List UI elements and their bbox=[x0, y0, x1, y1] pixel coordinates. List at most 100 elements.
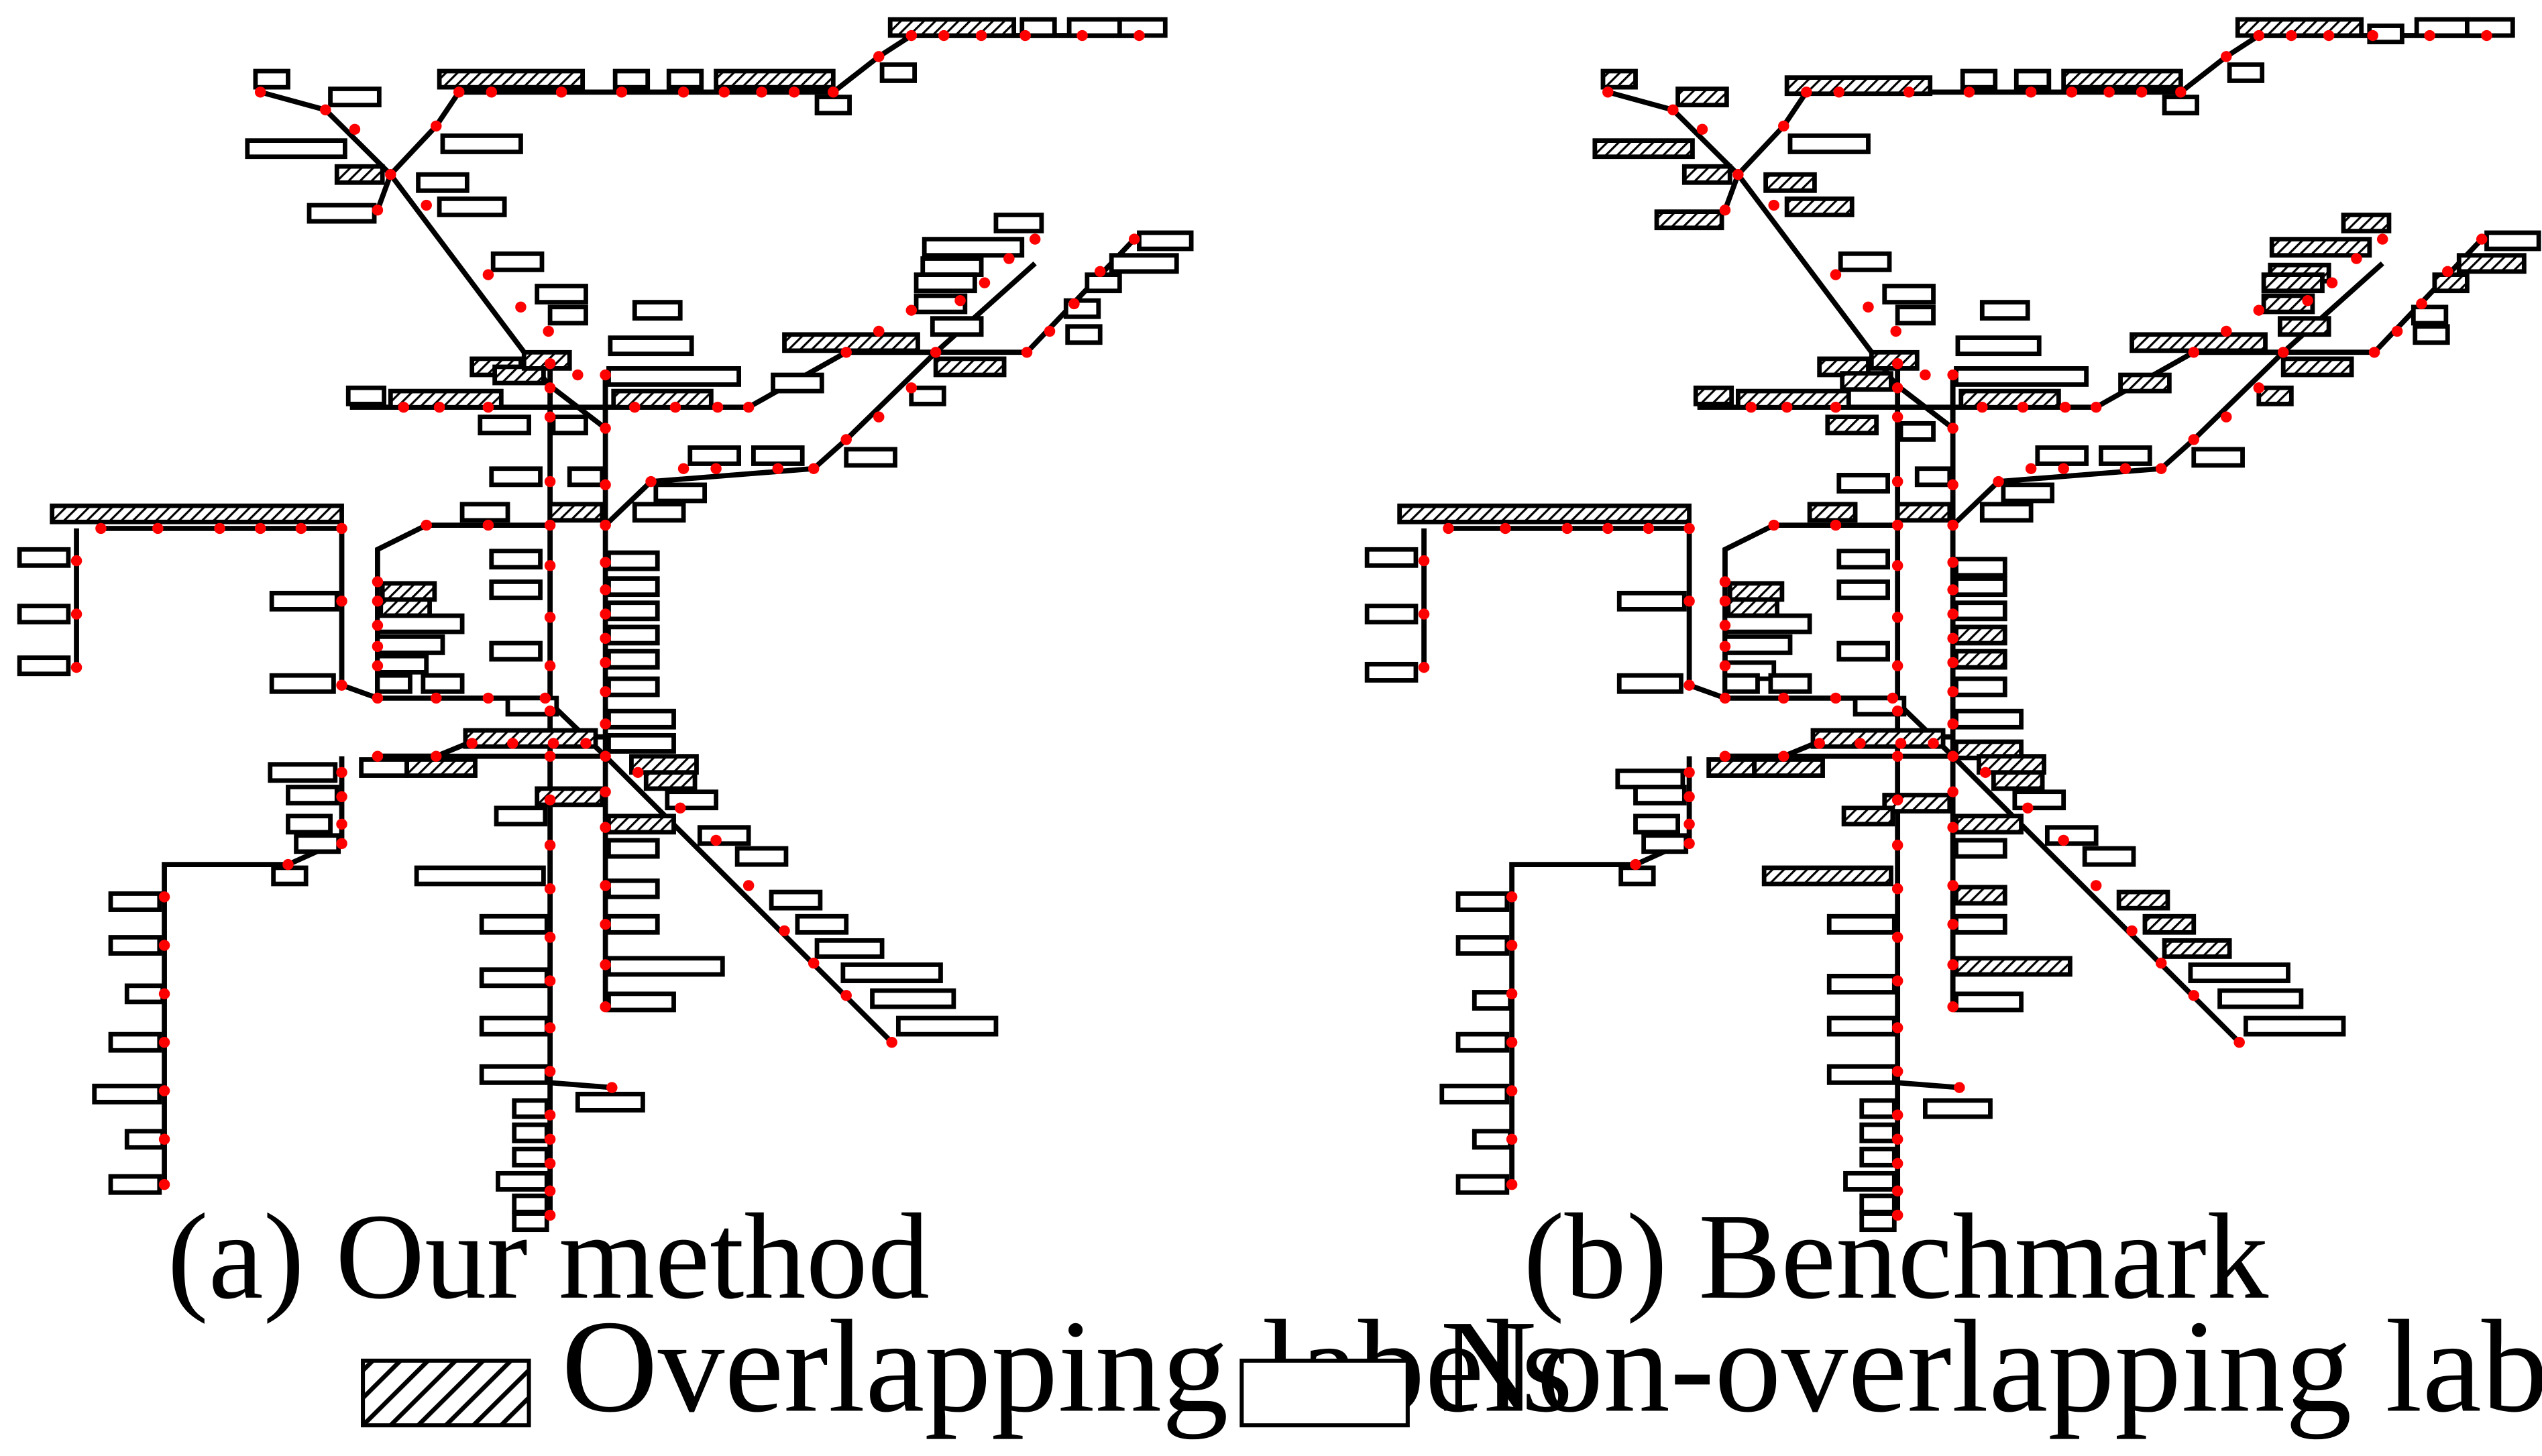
station-label-non-overlapping bbox=[1137, 230, 1194, 251]
legend-nonoverlap-label: Non-overlapping labels bbox=[1440, 1292, 2542, 1439]
station-dot bbox=[544, 750, 556, 762]
our-stations bbox=[70, 30, 1145, 1221]
station-label-non-overlapping bbox=[608, 335, 694, 357]
station-label-non-overlapping bbox=[914, 272, 977, 294]
station-dot bbox=[600, 557, 611, 568]
station-dot bbox=[2253, 382, 2265, 394]
station-dot bbox=[1778, 750, 1789, 762]
station-label-non-overlapping bbox=[2099, 445, 2152, 466]
station-dot bbox=[2126, 925, 2138, 937]
station-dot bbox=[2323, 30, 2335, 42]
station-label-overlapping bbox=[1654, 209, 1724, 231]
station-dot bbox=[905, 30, 918, 42]
station-dot bbox=[1947, 822, 1958, 833]
station-label-non-overlapping bbox=[1455, 1174, 1510, 1195]
station-label-overlapping bbox=[1706, 757, 1757, 778]
station-label-non-overlapping bbox=[108, 1174, 162, 1195]
station-dot bbox=[1418, 555, 1430, 567]
station-label-non-overlapping bbox=[1836, 579, 1890, 600]
station-dot bbox=[1947, 423, 1958, 434]
station-dot bbox=[840, 434, 852, 445]
station-label-non-overlapping bbox=[2188, 962, 2290, 983]
station-label-non-overlapping bbox=[547, 304, 588, 326]
station-label-non-overlapping bbox=[1618, 865, 1656, 887]
station-label-non-overlapping bbox=[1615, 768, 1686, 789]
station-dot bbox=[1891, 519, 1903, 531]
station-dot bbox=[336, 522, 347, 535]
station-dot bbox=[507, 738, 518, 749]
station-dot bbox=[2233, 1036, 2245, 1048]
station-dot bbox=[486, 87, 498, 98]
station-dot bbox=[544, 1109, 556, 1121]
station-dot bbox=[2302, 294, 2313, 306]
station-dot bbox=[544, 475, 556, 488]
station-label-non-overlapping bbox=[1065, 324, 1103, 345]
station-dot bbox=[1506, 940, 1518, 951]
station-dot bbox=[1891, 706, 1903, 717]
station-dot bbox=[1891, 750, 1903, 762]
station-dot bbox=[886, 1036, 897, 1048]
metro-line bbox=[1722, 33, 2487, 211]
station-label-overlapping bbox=[933, 356, 1007, 378]
station-label-non-overlapping bbox=[489, 579, 543, 600]
station-dot bbox=[1719, 750, 1731, 762]
station-dot bbox=[336, 838, 347, 849]
station-dot bbox=[1719, 620, 1731, 631]
station-dot bbox=[580, 738, 592, 749]
station-dot bbox=[1418, 608, 1430, 620]
station-label-overlapping bbox=[437, 68, 586, 90]
station-dot bbox=[1719, 660, 1731, 671]
station-dot bbox=[600, 959, 611, 970]
station-label-overlapping bbox=[50, 503, 344, 524]
station-label-overlapping bbox=[2432, 272, 2470, 294]
station-dot bbox=[336, 767, 347, 778]
station-dot bbox=[1696, 123, 1708, 135]
station-dot bbox=[539, 692, 551, 704]
station-label-non-overlapping bbox=[328, 87, 382, 107]
our-labels bbox=[17, 17, 1194, 1233]
station-dot bbox=[1863, 301, 1874, 313]
station-dot bbox=[1891, 839, 1903, 851]
station-label-non-overlapping bbox=[1616, 673, 1683, 694]
station-label-non-overlapping bbox=[920, 256, 984, 277]
station-label-non-overlapping bbox=[1859, 1211, 1897, 1233]
station-label-overlapping bbox=[611, 388, 714, 410]
station-label-overlapping bbox=[2456, 253, 2527, 274]
station-dot bbox=[453, 87, 465, 98]
station-dot bbox=[544, 794, 556, 805]
station-dot bbox=[254, 87, 266, 98]
station-dot bbox=[2221, 411, 2232, 423]
station-dot bbox=[930, 347, 942, 358]
station-label-overlapping bbox=[380, 581, 437, 602]
station-label-non-overlapping bbox=[512, 1098, 549, 1119]
station-label-non-overlapping bbox=[478, 414, 531, 436]
station-dot bbox=[70, 661, 82, 673]
station-dot bbox=[828, 87, 839, 98]
station-dot bbox=[2058, 834, 2069, 846]
station-dot bbox=[1891, 612, 1903, 623]
station-label-non-overlapping bbox=[1954, 991, 2024, 1013]
station-label-non-overlapping bbox=[1882, 284, 1936, 304]
station-label-non-overlapping bbox=[1960, 68, 1998, 90]
station-label-non-overlapping bbox=[92, 1083, 162, 1105]
panel-benchmark bbox=[1364, 17, 2541, 1233]
panel-our-method bbox=[17, 17, 1194, 1233]
station-dot bbox=[1602, 522, 1614, 535]
station-label-overlapping bbox=[1840, 371, 1893, 392]
station-dot bbox=[2221, 51, 2232, 62]
station-label-non-overlapping bbox=[930, 316, 984, 337]
station-dot bbox=[1029, 233, 1041, 245]
station-label-non-overlapping bbox=[1472, 1129, 1513, 1150]
station-label-non-overlapping bbox=[1954, 708, 2024, 730]
station-label-overlapping bbox=[2061, 68, 2183, 90]
station-dot bbox=[1833, 87, 1845, 98]
station-dot bbox=[1947, 686, 1958, 697]
station-label-non-overlapping bbox=[1923, 1098, 1993, 1119]
station-dot bbox=[629, 402, 641, 413]
station-dot bbox=[1891, 1158, 1903, 1170]
caption-benchmark: (b) Benchmark bbox=[1523, 1188, 2268, 1324]
station-dot bbox=[2136, 87, 2148, 98]
station-dot bbox=[808, 957, 820, 969]
station-label-overlapping bbox=[1954, 649, 2007, 670]
station-dot bbox=[544, 612, 556, 623]
